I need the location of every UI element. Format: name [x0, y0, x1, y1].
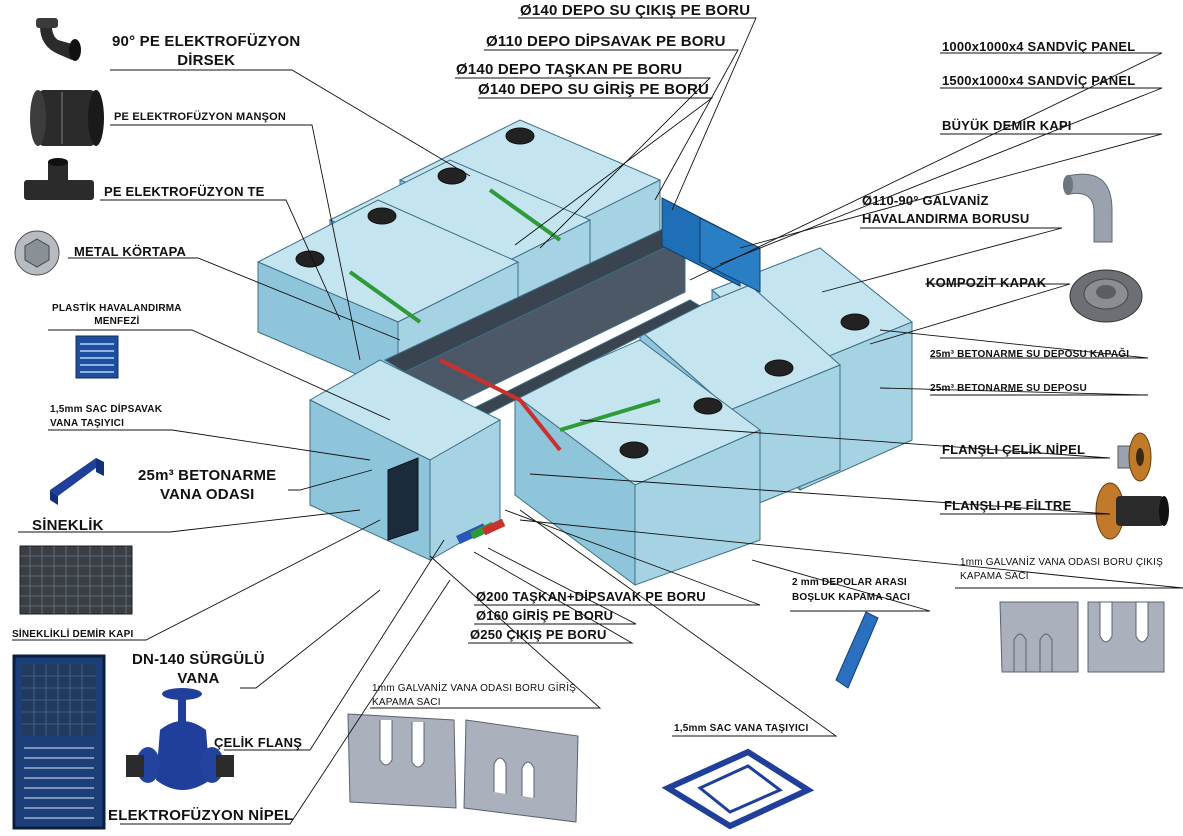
sleeve-icon [30, 90, 104, 146]
steel-flange-label: ÇELİK FLANŞ [214, 735, 303, 750]
vent-pipe-label-line2: HAVALANDIRMA BORUSU [862, 211, 1030, 226]
tank-right-3 [514, 339, 761, 586]
vent-grille-label: PLASTİK HAVALANDIRMA MENFEZİ [52, 304, 182, 327]
panel1000-label: 1000x1000x4 SANDVİÇ PANEL [942, 39, 1136, 54]
drain-carrier-icon [50, 458, 104, 505]
manhole-2 [437, 167, 467, 185]
flanged-pe-filter-icon [1095, 482, 1169, 540]
manhole-3 [367, 207, 397, 225]
valve-carrier-label: 1,5mm SAC VANA TAŞIYICI [674, 723, 809, 734]
assembly [256, 119, 913, 586]
elbow-label-line2: DİRSEK [177, 52, 236, 69]
elbow-label: 90° PE ELEKTROFÜZYON DİRSEK [112, 34, 300, 68]
flanged-pe-filter-label: FLANŞLI PE FİLTRE [944, 498, 1072, 513]
drain110-label: Ø110 DEPO DİPSAVAK PE BORU [486, 33, 726, 50]
manhole-5 [840, 313, 870, 331]
flyscreen-icon [19, 545, 133, 615]
leader-lines [12, 17, 1183, 825]
flanged-steel-nipple-label: FLANŞLI ÇELİK NİPEL [942, 442, 1086, 457]
valve-room-label: 25m³ BETONARME VANA ODASI [138, 468, 276, 502]
drain-carrier-label: 1,5mm SAC DİPSAVAK VANA TAŞIYICI [50, 405, 162, 429]
flyscreen-label: SİNEKLİK [32, 517, 104, 534]
corridor-panels [383, 227, 702, 429]
inlet-plate-label-line2: KAPAMA SACI [372, 697, 441, 708]
tee-icon [24, 158, 94, 200]
outlet140-label: Ø140 DEPO SU ÇIKIŞ PE BORU [520, 2, 751, 19]
elbow-label-line1: 90° PE ELEKTROFÜZYON [112, 33, 301, 50]
tank-label: 25m³ BETONARME SU DEPOSU [930, 383, 1087, 394]
composite-cover-icon [1069, 269, 1143, 323]
screen-door-icon [12, 654, 106, 830]
ef-nipple-label: ELEKTROFÜZYON NİPEL [108, 807, 294, 824]
panel1500-label: 1500x1000x4 SANDVİÇ PANEL [942, 73, 1136, 88]
inlet160-label: Ø160 GİRİŞ PE BORU [476, 608, 614, 623]
inlet-plate-icon [347, 713, 579, 823]
red-pipe-line [439, 358, 562, 452]
inlet140-label: Ø140 DEPO SU GİRİŞ PE BORU [478, 81, 710, 98]
plug-label: METAL KÖRTAPA [74, 244, 187, 259]
manhole-4 [295, 250, 325, 268]
gap-plate-label-line2: BOŞLUK KAPAMA SACI [792, 592, 911, 603]
outlet-plate-label-line2: KAPAMA SACI [960, 571, 1029, 582]
vent-grille-icon [75, 335, 119, 379]
manhole-6 [764, 359, 794, 377]
vent-grille-label-line2: MENFEZİ [94, 316, 140, 327]
gap-plate-label: 2 mm DEPOLAR ARASI BOŞLUK KAPAMA SACI [792, 578, 910, 603]
gate-valve-icon [126, 688, 234, 790]
elbow-icon [36, 18, 81, 61]
green-pipe-line [348, 188, 661, 432]
valve-room-label-line1: 25m³ BETONARME [138, 467, 277, 484]
tank-cover-label: 25m³ BETONARME SU DEPOSU KAPAĞI [930, 349, 1130, 360]
drain-carrier-label-line2: VANA TAŞIYICI [50, 418, 125, 429]
gap-plate-label-line1: 2 mm DEPOLAR ARASI [792, 577, 907, 588]
outlet-plate-label-line1: 1mm GALVANİZ VANA ODASI BORU ÇIKIŞ [960, 557, 1163, 568]
outlet250-label: Ø250 ÇIKIŞ PE BORU [470, 627, 607, 642]
manhole-8 [619, 441, 649, 459]
gate-valve-label: DN-140 SÜRGÜLÜ VANA [132, 652, 265, 686]
valve-carrier-icon [661, 748, 815, 830]
vent-pipe-label-line1: Ø110-90° GALVANİZ [862, 193, 989, 208]
composite-cover-label: KOMPOZİT KAPAK [926, 275, 1047, 290]
vent-pipe-icon [1063, 173, 1113, 243]
vent-grille-label-line1: PLASTİK HAVALANDIRMA [52, 303, 182, 314]
gate-valve-label-line1: DN-140 SÜRGÜLÜ [132, 651, 265, 668]
manhole-1 [505, 127, 535, 145]
valve-room-label-line2: VANA ODASI [159, 486, 255, 503]
overflow200-label: Ø200 TAŞKAN+DİPSAVAK PE BORU [476, 589, 706, 604]
outlet-plate-label: 1mm GALVANİZ VANA ODASI BORU ÇIKIŞ KAPAM… [960, 558, 1163, 582]
screen-door-label: SİNEKLİKLİ DEMİR KAPI [12, 629, 134, 640]
gap-plate-icon [835, 611, 879, 689]
outlet-plate-icon [999, 601, 1165, 673]
inlet-plate-label: 1mm GALVANİZ VANA ODASI BORU GİRİŞ KAPAM… [372, 684, 576, 708]
vent-pipe-label: Ø110-90° GALVANİZ HAVALANDIRMA BORUSU [862, 194, 1030, 225]
manhole-7 [693, 397, 723, 415]
tee-label: PE ELEKTROFÜZYON TE [104, 184, 265, 199]
inlet-plate-label-line1: 1mm GALVANİZ VANA ODASI BORU GİRİŞ [372, 683, 577, 694]
metal-plug-icon [14, 230, 60, 276]
drain-carrier-label-line1: 1,5mm SAC DİPSAVAK [50, 404, 163, 415]
big-door-label: BÜYÜK DEMİR KAPI [942, 118, 1072, 133]
overflow140-label: Ø140 DEPO TAŞKAN PE BORU [456, 61, 683, 78]
sleeve-label: PE ELEKTROFÜZYON MANŞON [114, 111, 287, 123]
flanged-steel-nipple-icon [1117, 432, 1152, 482]
pipe-red-stub [481, 518, 506, 536]
gate-valve-label-line2: VANA [177, 670, 220, 687]
valve-room-screen-door [387, 457, 419, 541]
